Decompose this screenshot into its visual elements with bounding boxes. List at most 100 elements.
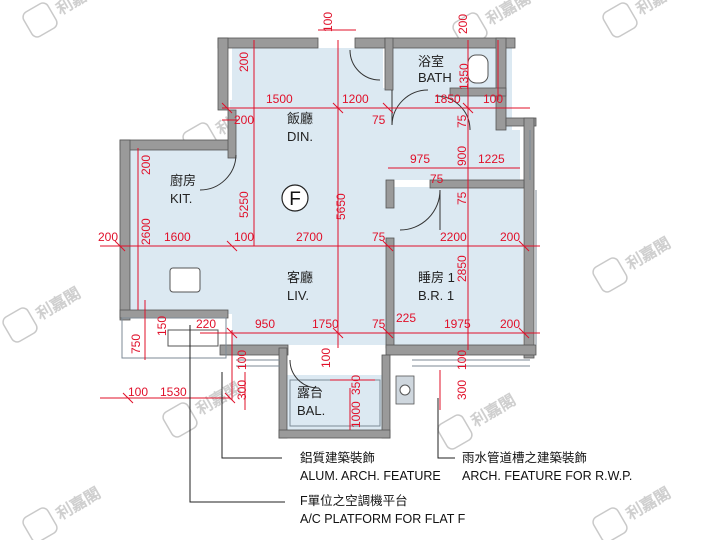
dim-label: 100 xyxy=(319,348,333,368)
dim-label: 1000 xyxy=(349,401,363,428)
dim-label: 1600 xyxy=(164,230,191,244)
dim-label: 5250 xyxy=(237,191,251,218)
dim-label: 1200 xyxy=(342,92,369,106)
din-label-zh: 飯廳 xyxy=(287,111,313,126)
wall-left-dining xyxy=(217,37,229,111)
bal-label-en: BAL. xyxy=(297,403,325,418)
dim-label: 5650 xyxy=(334,193,348,220)
wall-bottom-right xyxy=(385,344,537,356)
wall-balcony-bottom xyxy=(278,429,391,439)
dim-label: 200 xyxy=(500,230,520,244)
wall-bedroom-top xyxy=(429,179,525,189)
tick xyxy=(114,240,126,252)
ac-platform-outline xyxy=(121,317,227,359)
dim-label: 75 xyxy=(372,113,386,127)
watermark-logo: 利嘉閣 xyxy=(22,0,104,38)
sink-icon xyxy=(169,267,201,293)
watermark-logo: 利嘉閣 xyxy=(592,233,674,293)
doors xyxy=(199,49,471,389)
dim-label: 750 xyxy=(129,334,143,354)
note-rwp-zh: 雨水管道槽之建築裝飾 xyxy=(462,450,587,465)
tick xyxy=(382,327,394,339)
watermark-logo: 利嘉閣 xyxy=(602,0,684,38)
room-labels: 浴室 BATH 飯廳 DIN. 廚房 KIT. 客廳 LIV. 睡房 1 B.R… xyxy=(170,54,455,418)
din-label-en: DIN. xyxy=(287,129,313,144)
kit-label-en: KIT. xyxy=(170,191,192,206)
wall-bottom-left xyxy=(219,344,289,356)
wall-bath-left xyxy=(384,37,394,91)
dimension-lines xyxy=(100,29,540,430)
dim-label: 1350 xyxy=(457,63,471,90)
watermark-brand-zh: 利嘉閣 xyxy=(483,0,534,29)
watermark-logo: 利嘉閣 xyxy=(162,378,244,438)
wall-right-side xyxy=(523,117,535,359)
watermark-brand-zh: 利嘉閣 xyxy=(33,283,84,323)
watermark-brand-zh: 利嘉閣 xyxy=(623,483,674,523)
ac-unit-icon xyxy=(167,329,219,347)
wall-top-mid xyxy=(354,37,386,49)
dim-label: 200 xyxy=(456,14,470,34)
wall-kitchen-top xyxy=(119,139,233,151)
dim-label: 75 xyxy=(455,114,469,128)
wall-bath-right xyxy=(495,37,507,131)
dim-label: 1500 xyxy=(266,92,293,106)
kitchen-door-arc xyxy=(199,154,237,191)
toilet-icon xyxy=(467,54,489,84)
dim-label: 2200 xyxy=(440,230,467,244)
br-label-zh: 睡房 1 xyxy=(418,270,455,285)
leader-ac xyxy=(189,325,285,503)
wall-top-right xyxy=(384,37,516,49)
dim-label: 100 xyxy=(321,12,335,32)
dim-label: 75 xyxy=(372,317,386,331)
tick xyxy=(226,327,238,339)
liv-label-zh: 客廳 xyxy=(287,270,313,285)
dim-label: 1225 xyxy=(478,152,505,166)
br-label-en: B.R. 1 xyxy=(418,288,454,303)
wall-balcony-left xyxy=(278,347,288,439)
dim-label: 75 xyxy=(430,172,444,186)
note-rwp-en: ARCH. FEATURE FOR R.W.P. xyxy=(462,469,632,483)
dim-label: 100 xyxy=(234,230,254,244)
note-ac-zh: F單位之空調機平台 xyxy=(300,493,408,508)
wall-right-upper xyxy=(505,117,537,127)
tick xyxy=(518,327,530,339)
balcony-door-arc xyxy=(289,359,319,389)
note-alum-zh: 鋁質建築裝飾 xyxy=(300,450,375,465)
dim-label: 200 xyxy=(139,155,153,175)
tick xyxy=(221,102,233,114)
dim-label: 75 xyxy=(455,191,469,205)
watermark-brand-zh: 利嘉閣 xyxy=(633,0,684,19)
dim-label: 225 xyxy=(396,311,416,325)
dim-label: 200 xyxy=(500,317,520,331)
tick xyxy=(332,327,344,339)
dim-label: 2600 xyxy=(139,218,153,245)
watermark-brand-zh: 利嘉閣 xyxy=(53,483,104,523)
flat-label: F xyxy=(289,189,301,210)
wall-bath-bottom xyxy=(449,87,507,97)
kit-label-zh: 廚房 xyxy=(170,173,196,188)
wall-balcony-right xyxy=(381,354,391,439)
bath-label-zh: 浴室 xyxy=(418,54,444,69)
leader-rwp xyxy=(437,398,455,459)
leader-alum xyxy=(221,372,282,459)
fixtures xyxy=(167,54,489,396)
dim-label: 150 xyxy=(155,316,169,336)
wall-kitchen-left xyxy=(119,139,131,321)
dim-label: 950 xyxy=(255,317,275,331)
tick xyxy=(518,240,530,252)
watermark-logo: 利嘉閣 xyxy=(22,483,104,540)
dim-label: 100 xyxy=(483,92,503,106)
rwp-pipe-icon xyxy=(399,384,411,396)
walls xyxy=(119,37,537,439)
dim-label: 100 xyxy=(235,350,249,370)
tick xyxy=(122,392,134,404)
bath-door-arc-2 xyxy=(435,95,471,131)
dim-label: 1530 xyxy=(160,385,187,399)
tick xyxy=(226,240,238,252)
dim-label: 200 xyxy=(234,113,254,127)
dim-label: 200 xyxy=(98,230,118,244)
wall-top-left xyxy=(217,37,319,49)
bath-label-en: BATH xyxy=(418,70,452,85)
